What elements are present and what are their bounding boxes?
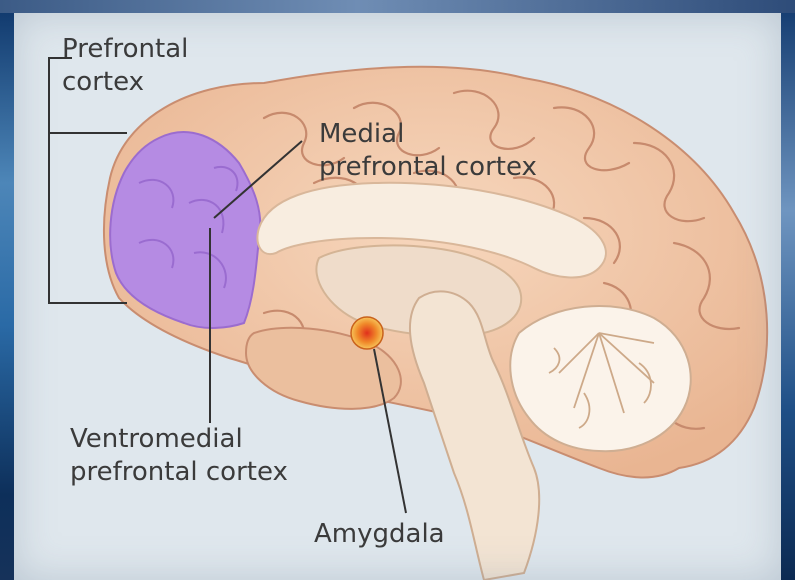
left-frame-strip	[0, 13, 14, 580]
label-prefrontal-line-1: Prefrontal	[62, 33, 188, 66]
label-medial-line-2: prefrontal cortex	[319, 151, 537, 184]
label-prefrontal-line-2: cortex	[62, 66, 188, 99]
label-amygdala: Amygdala	[314, 518, 445, 551]
label-medial-line-1: Medial	[319, 118, 537, 151]
top-frame-strip	[0, 0, 795, 13]
label-ventromedial-line-2: prefrontal cortex	[70, 456, 288, 489]
label-ventromedial-prefrontal-cortex: Ventromedial prefrontal cortex	[70, 423, 288, 489]
right-frame-strip	[781, 13, 795, 580]
label-medial-prefrontal-cortex: Medial prefrontal cortex	[319, 118, 537, 184]
label-ventromedial-line-1: Ventromedial	[70, 423, 288, 456]
diagram-panel: Prefrontal cortex Medial prefrontal cort…	[14, 13, 781, 580]
label-prefrontal-cortex: Prefrontal cortex	[62, 33, 188, 99]
amygdala-marker	[351, 317, 383, 349]
